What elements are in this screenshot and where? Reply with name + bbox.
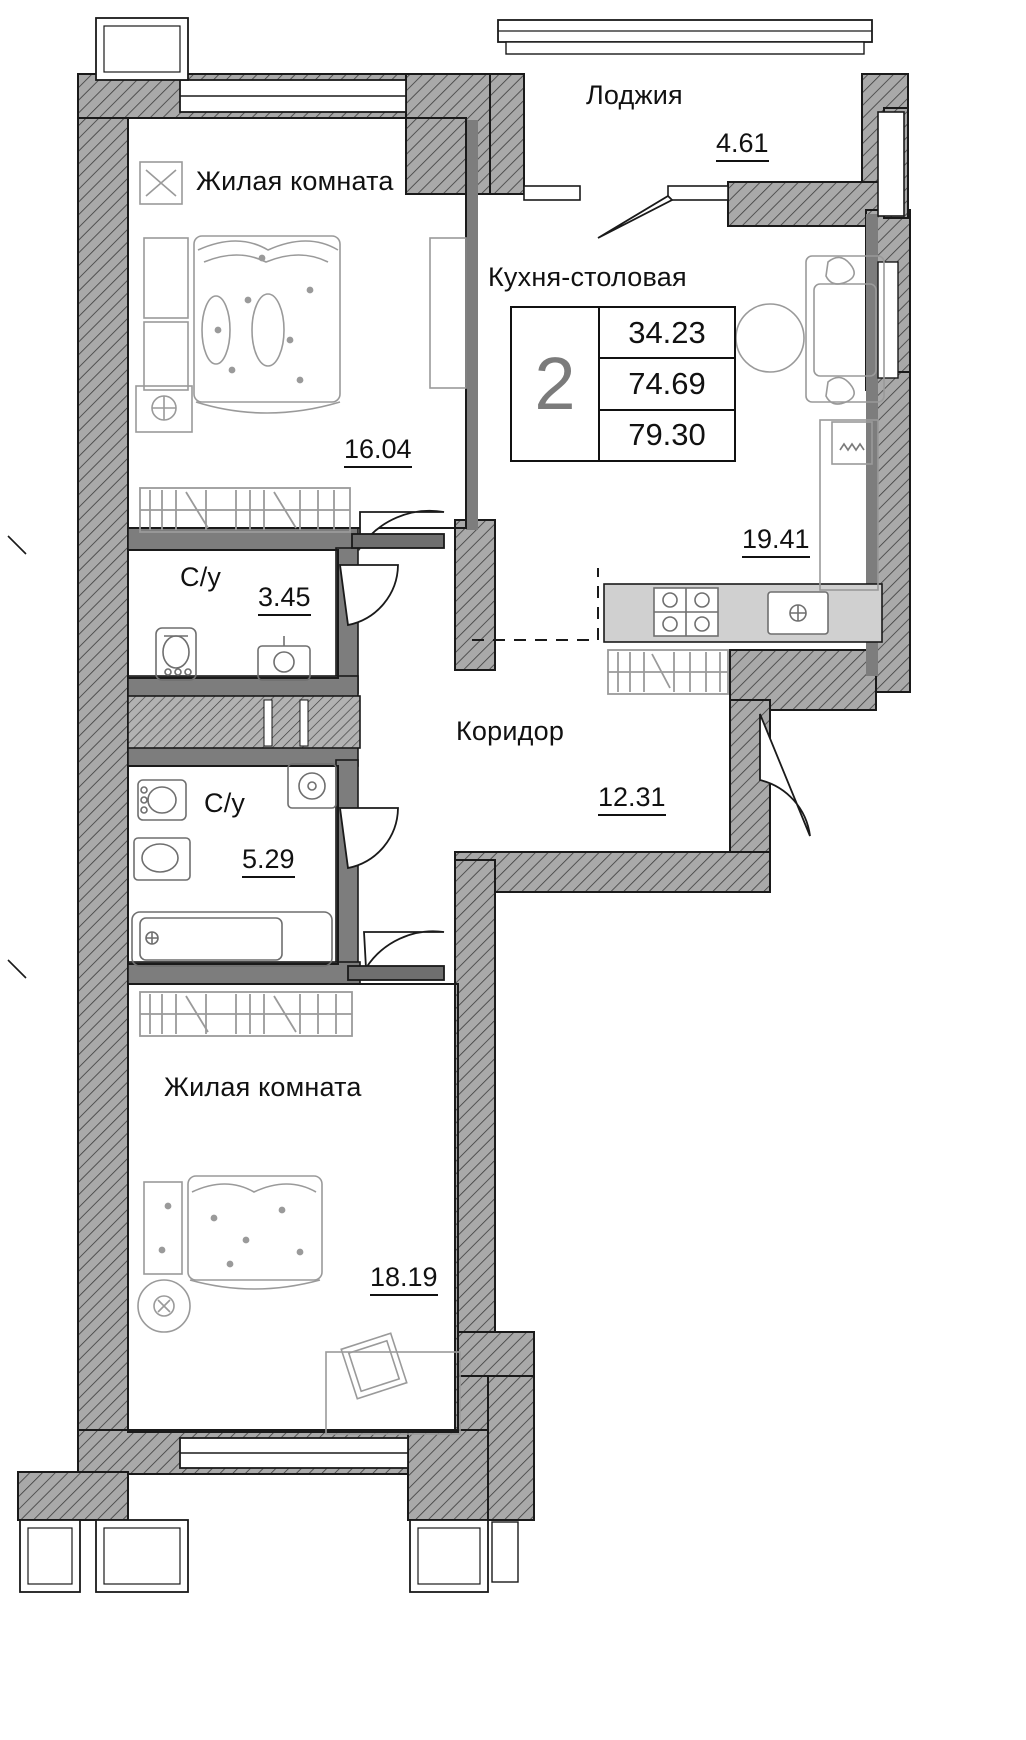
window-group <box>19 17 905 1593</box>
summary-total-area: 74.69 <box>600 359 734 411</box>
room-label-bathroom-small: С/у <box>180 562 222 592</box>
room-area-bathroom-large: 5.29 <box>242 844 295 878</box>
room-area-corridor: 12.31 <box>598 782 666 816</box>
summary-total-area-with-loggia: 79.30 <box>628 417 706 453</box>
summary-values: 34.23 74.69 79.30 <box>600 308 734 460</box>
furniture-bedroom-bottom <box>137 1175 461 1435</box>
apartment-summary-table: 2 34.23 74.69 79.30 <box>510 306 736 462</box>
room-area-living-room-bottom: 18.19 <box>370 1262 438 1296</box>
room-label-bathroom-large: С/у <box>204 788 246 818</box>
summary-rooms-count: 2 <box>512 308 600 460</box>
walls-layer <box>7 17 911 1593</box>
furniture-bath-large <box>131 763 337 967</box>
room-area-bathroom-small: 3.45 <box>258 582 311 616</box>
room-area-kitchen-dining: 19.41 <box>742 524 810 558</box>
room-area-loggia: 4.61 <box>716 128 769 162</box>
room-label-corridor: Коридор <box>456 716 565 746</box>
furniture-bath-small <box>155 627 311 681</box>
door-swing-group <box>338 194 811 981</box>
furniture-bedroom-top <box>135 161 467 433</box>
room-label-living-room-top: Жилая комната <box>196 166 394 196</box>
room-area-living-room-top: 16.04 <box>344 434 412 468</box>
room-label-kitchen-dining: Кухня-столовая <box>488 262 687 292</box>
room-label-living-room-bottom: Жилая комната <box>164 1072 362 1102</box>
room-label-loggia: Лоджия <box>586 80 683 110</box>
summary-living-area: 34.23 <box>600 308 734 360</box>
furniture-kitchen <box>603 255 885 643</box>
